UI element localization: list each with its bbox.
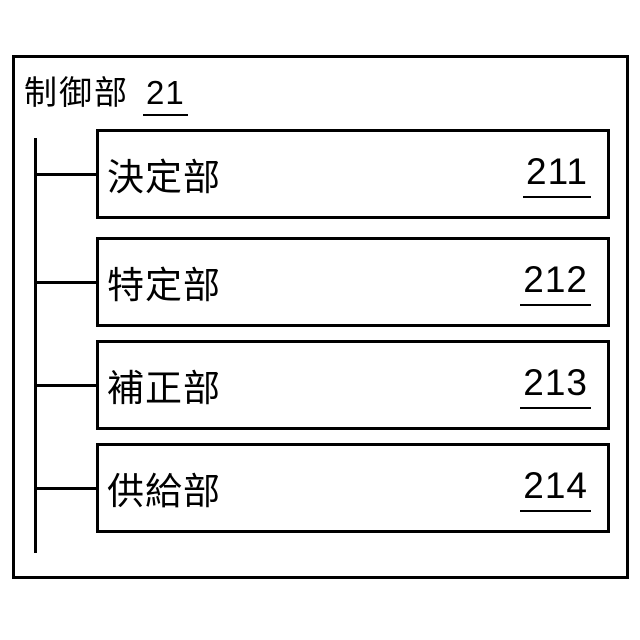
connector-line-correction <box>34 384 96 387</box>
control-unit-ref: 21 <box>143 74 188 116</box>
identification-unit-label: 特定部 <box>107 265 221 306</box>
identification-unit-box: 特定部 212 <box>96 237 610 327</box>
correction-unit-ref: 213 <box>520 362 591 409</box>
identification-unit-ref: 212 <box>520 259 591 306</box>
decision-unit-ref: 211 <box>523 151 591 198</box>
correction-unit-label: 補正部 <box>107 368 221 409</box>
supply-unit-box: 供給部 214 <box>96 443 610 533</box>
correction-unit-box: 補正部 213 <box>96 340 610 430</box>
connector-line-decision <box>34 173 96 176</box>
connector-line-supply <box>34 487 96 490</box>
control-unit-title: 制御部 21 <box>24 66 188 116</box>
decision-unit-label: 決定部 <box>107 157 221 198</box>
supply-unit-ref: 214 <box>520 465 591 512</box>
connector-line-identification <box>34 281 96 284</box>
decision-unit-box: 決定部 211 <box>96 129 610 219</box>
tree-vertical-line <box>34 138 37 553</box>
control-unit-label: 制御部 <box>24 74 129 111</box>
supply-unit-label: 供給部 <box>107 471 221 512</box>
